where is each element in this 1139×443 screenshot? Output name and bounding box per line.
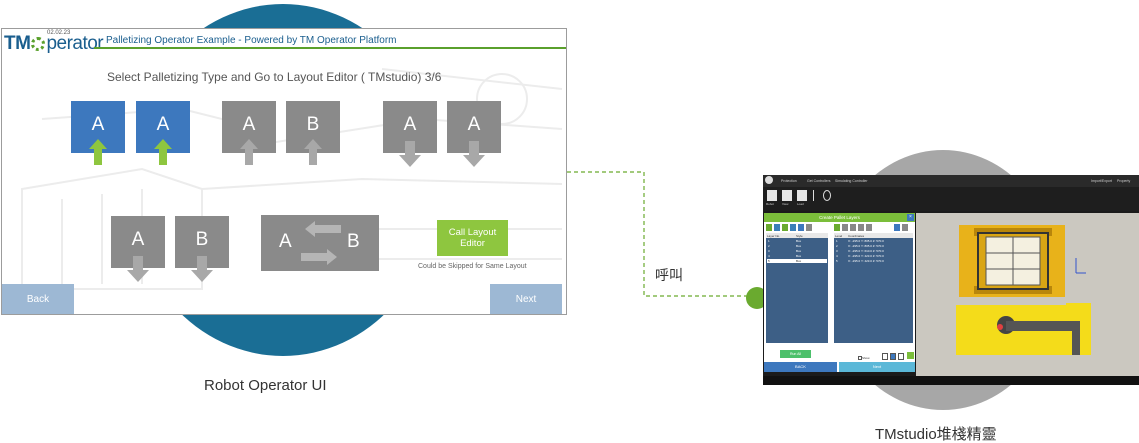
call-layout-editor-button[interactable]: Call Layout Editor — [437, 220, 508, 256]
show-checkbox[interactable] — [858, 356, 862, 360]
version-label: 02.02.23 — [47, 30, 71, 36]
arrow-up-icon — [89, 139, 107, 165]
back-button[interactable]: Back — [2, 284, 74, 314]
pallet-type-tile-8[interactable]: B — [175, 216, 229, 282]
run-all-button[interactable]: Run All — [780, 350, 811, 358]
position-table-header: Level Coordinates — [834, 233, 913, 238]
pallet-type-tile-2[interactable]: A — [136, 101, 190, 165]
tmstudio-back-button[interactable]: BACK — [764, 362, 837, 372]
pallet-type-tile-5[interactable]: A — [383, 101, 437, 167]
pallet-type-tile-3[interactable]: A — [222, 101, 276, 165]
add-icon[interactable] — [834, 224, 840, 231]
pallet-robot-render — [916, 213, 1139, 376]
menu-property[interactable]: Property — [1117, 179, 1131, 183]
delete-icon[interactable] — [806, 224, 812, 231]
arrow-up-icon — [240, 139, 258, 165]
plus-icon[interactable] — [813, 190, 819, 201]
arrow-up-icon — [304, 139, 322, 165]
arrow-up-icon — [154, 139, 172, 165]
next-button[interactable]: Next — [490, 284, 562, 314]
pallet-3d-view — [916, 213, 1139, 376]
delete-icon[interactable] — [902, 224, 908, 231]
pallet-type-tile-1[interactable]: A — [71, 101, 125, 165]
caption-operator-ui: Robot Operator UI — [204, 377, 327, 394]
duplicate-icon[interactable] — [782, 224, 788, 231]
tmstudio-status-bar — [763, 376, 1139, 385]
skip-note: Could be Skipped for Same Layout — [418, 263, 527, 270]
import-icon[interactable] — [894, 224, 900, 231]
info-icon[interactable] — [890, 353, 896, 360]
arrow-right-icon — [301, 249, 337, 265]
right-table-toolbar — [834, 224, 908, 231]
pallet-type-tile-7[interactable]: A — [111, 216, 165, 282]
menu-protection[interactable]: Protection — [781, 179, 797, 183]
zoom-icon[interactable] — [823, 190, 831, 201]
panel-title: Create Pallet Layers — [764, 213, 915, 222]
arrow-down-icon — [399, 141, 421, 167]
pallet-type-tile-combo[interactable]: A B — [261, 215, 379, 271]
gear-icon — [31, 37, 46, 51]
load-tool-icon[interactable] — [797, 190, 807, 201]
call-label: 呼叫 — [655, 267, 683, 283]
layer-table-header: Layer No. Style — [766, 233, 828, 238]
left-table-toolbar — [766, 224, 812, 231]
tmstudio-menu-bar: Protection Get Controllers Simulating Co… — [763, 175, 1139, 187]
add-icon[interactable] — [766, 224, 772, 231]
header-underline — [94, 47, 566, 49]
robot-tool-icon[interactable] — [767, 190, 777, 201]
tmstudio-screen: Protection Get Controllers Simulating Co… — [763, 175, 1139, 385]
resize-icon[interactable] — [907, 352, 914, 359]
tmstudio-next-button[interactable]: Next — [839, 362, 915, 372]
copy-icon[interactable] — [774, 224, 780, 231]
arrow-down-icon — [127, 256, 149, 282]
tmstudio-toolbar: Robot View Load — [763, 187, 1139, 211]
move-icon[interactable] — [866, 224, 872, 231]
caption-tmstudio: TMstudio堆棧精靈 — [875, 426, 997, 443]
pin-icon[interactable] — [882, 353, 888, 360]
duplicate-icon[interactable] — [850, 224, 856, 231]
tm-logo-icon — [765, 176, 773, 184]
import-icon[interactable] — [798, 224, 804, 231]
layers-icon[interactable] — [898, 353, 904, 360]
create-pallet-layers-panel: Create Pallet Layers × Layer No. Style 1… — [764, 213, 915, 372]
view-tool-icon[interactable] — [782, 190, 792, 201]
arrow-left-icon — [305, 221, 341, 237]
pallet-type-tile-6[interactable]: A — [447, 101, 501, 167]
arrow-down-icon — [191, 256, 213, 282]
close-icon[interactable]: × — [907, 214, 914, 221]
page-heading: Select Palletizing Type and Go to Layout… — [107, 70, 442, 84]
arrow-down-icon — [463, 141, 485, 167]
edit-icon[interactable] — [790, 224, 796, 231]
operator-title: Palletizing Operator Example - Powered b… — [106, 35, 397, 46]
show-checkbox-label: Show — [862, 356, 870, 360]
menu-simulating-controller[interactable]: Simulating Controller — [835, 179, 868, 183]
copy-icon[interactable] — [842, 224, 848, 231]
menu-import-export[interactable]: Import/Export — [1091, 179, 1113, 183]
dashed-connector — [567, 171, 757, 297]
pallet-type-tile-4[interactable]: B — [286, 101, 340, 165]
menu-get-controllers[interactable]: Get Controllers — [807, 179, 831, 183]
connector-dot — [746, 287, 768, 309]
edit-icon[interactable] — [858, 224, 864, 231]
